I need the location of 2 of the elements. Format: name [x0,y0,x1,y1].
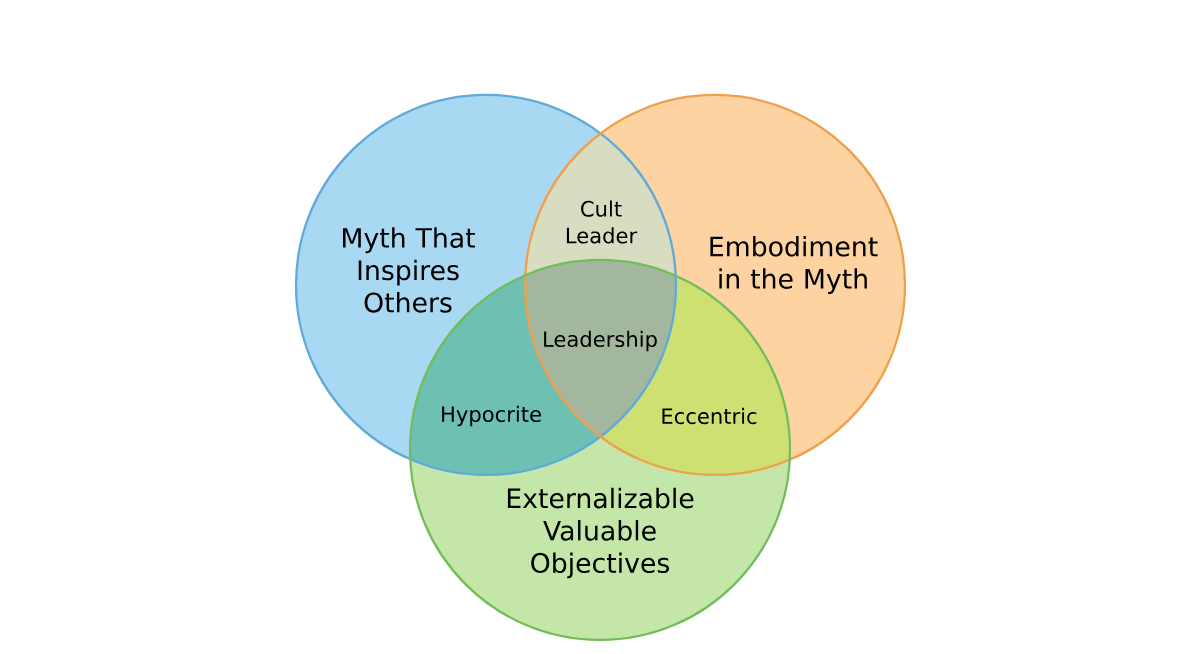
region-label: Cult Leader [566,200,638,244]
region-label: Leadership [544,330,657,352]
